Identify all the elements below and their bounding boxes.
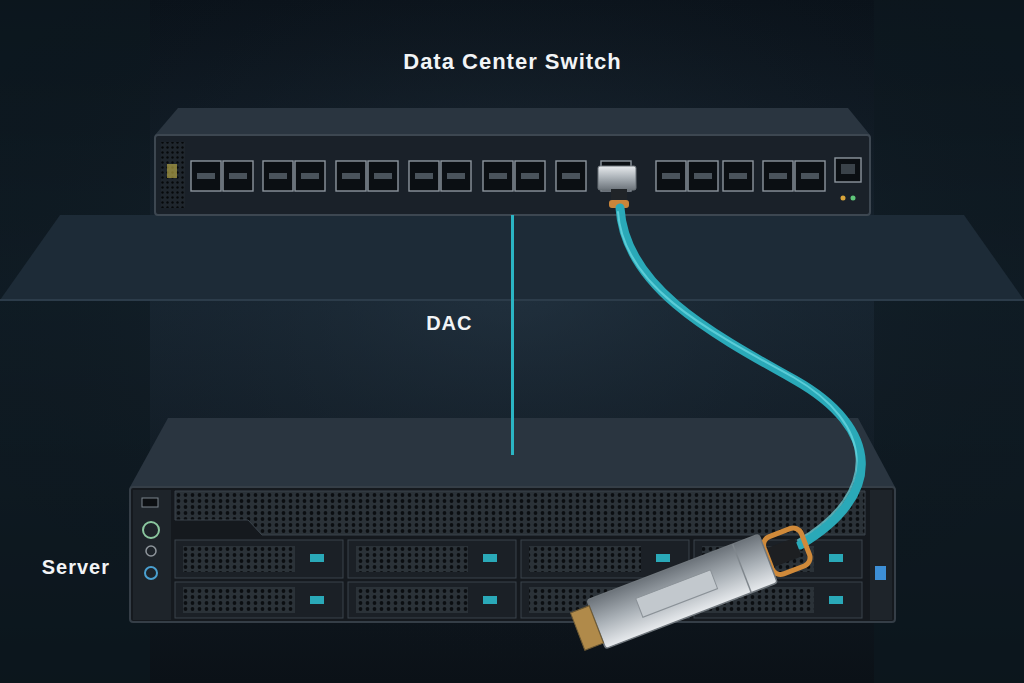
drive-bay [175,540,343,578]
drive-led [310,596,324,604]
cable-label: DAC [426,311,472,335]
dac-link-line [511,215,514,455]
switch-front [155,135,870,215]
side-panel [870,490,892,620]
connector-body [587,534,777,648]
rj45-port [841,164,855,174]
usb-port [142,498,158,507]
sfp-port [336,161,398,191]
power-button [143,522,159,538]
server-vent [175,491,865,535]
server-node: Server [130,455,895,622]
drive-bay [175,582,343,618]
status-led [841,196,846,201]
sfp-port [656,161,718,191]
drive-bay [348,540,516,578]
switch-vent [161,142,185,208]
drive-led [656,554,670,562]
drive-led [310,554,324,562]
drive-led [483,596,497,604]
switch-top [155,108,870,135]
control-panel [133,490,171,620]
drive-led [483,554,497,562]
status-led [851,196,856,201]
drive-led [829,596,843,604]
drive-vent [529,546,641,572]
drive-bay [348,582,516,618]
node-label: Server [42,555,110,579]
switch-node: Data Center Switch [155,135,870,215]
id-button [145,567,157,579]
drive-vent [183,587,295,613]
usb-port [875,566,886,580]
sfp-port [483,161,545,191]
drive-vent [356,587,468,613]
sfp-port [556,161,586,191]
sfp-port [409,161,471,191]
node-label: Data Center Switch [403,49,622,75]
switch-led [167,164,177,178]
sfp-port [763,161,825,191]
sfp-port [263,161,325,191]
connector-seam [733,544,752,593]
drive-vent [183,546,295,572]
gold-contacts [571,606,604,651]
sfp-port [723,161,753,191]
drive-led [829,554,843,562]
server-front [130,487,895,622]
qsfp-connector [568,520,814,656]
reset-button [146,546,156,556]
dac-plug [598,166,636,190]
rj45-port [835,158,861,182]
dac-cable [620,208,861,545]
sfp-port [191,161,253,191]
drive-vent [356,546,468,572]
connector-label [636,570,718,617]
cable-highlight [618,212,857,540]
